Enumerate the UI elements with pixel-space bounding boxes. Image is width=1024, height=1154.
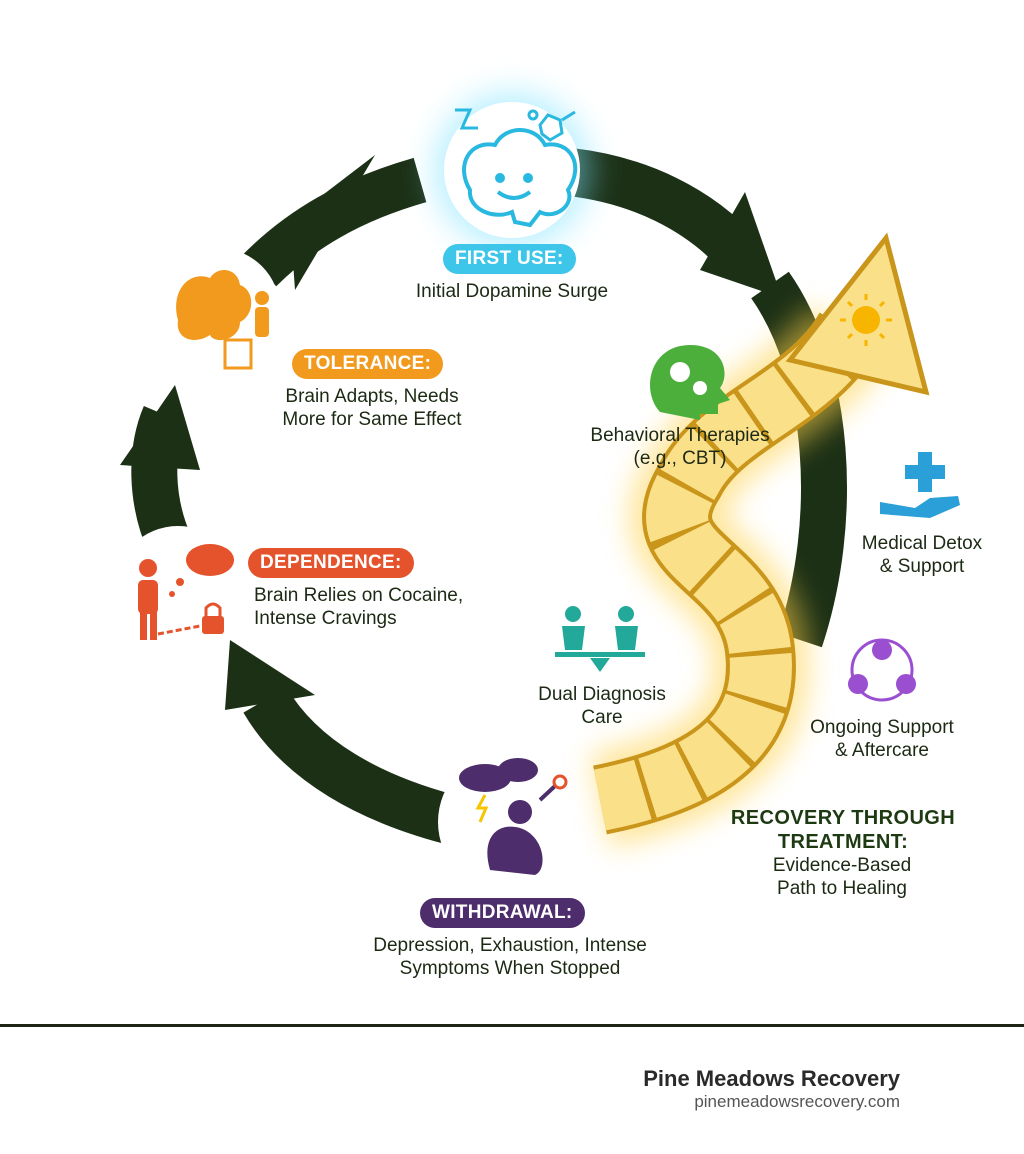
- ring-arrowhead-to-first: [290, 155, 375, 290]
- recovery-title-line-1: RECOVERY THROUGH: [730, 807, 956, 829]
- ring-arrow-first-to-right: [566, 148, 758, 272]
- ongoing-line-2: & Aftercare: [835, 740, 929, 761]
- tolerance-pill: TOLERANCE:: [292, 349, 444, 379]
- detox-line-1: Medical Detox: [861, 533, 983, 554]
- withdrawal-line-1: Depression, Exhaustion, Intense: [373, 935, 647, 956]
- ring-arrowhead-to-tolerance: [120, 385, 200, 470]
- happy-brain-icon: [455, 108, 578, 228]
- first-use-line-1: Initial Dopamine Surge: [415, 281, 609, 302]
- person-chained-icon: [138, 544, 234, 640]
- ring-arrowhead-right: [700, 192, 782, 298]
- first-use-pill: FIRST USE:: [443, 244, 576, 274]
- distressed-person-icon: [459, 758, 568, 875]
- balance-people-icon: [555, 606, 645, 672]
- footer-divider: [0, 1024, 1024, 1027]
- community-circle-icon: [848, 638, 916, 702]
- ring-arrowhead-to-dependence: [225, 640, 315, 710]
- dual-diagnosis-label: Dual Diagnosis Care: [522, 683, 682, 729]
- dependence-line-1: Brain Relies on Cocaine,: [254, 585, 464, 606]
- dependence-pill: DEPENDENCE:: [248, 548, 414, 578]
- ring-arc-right: [750, 271, 847, 648]
- ongoing-support-label: Ongoing Support & Aftercare: [792, 716, 972, 762]
- tolerance-line-2: More for Same Effect: [282, 409, 462, 430]
- ring-arrow-withdrawal-to-dependence: [243, 686, 467, 847]
- dependence-desc: Brain Relies on Cocaine, Intense Craving…: [254, 584, 504, 630]
- withdrawal-pill: WITHDRAWAL:: [420, 898, 585, 928]
- brand-name: Pine Meadows Recovery: [643, 1066, 900, 1091]
- sun-icon: [852, 306, 880, 334]
- recovery-title: RECOVERY THROUGH TREATMENT:: [712, 806, 974, 854]
- medical-detox-label: Medical Detox & Support: [842, 532, 1002, 578]
- withdrawal-desc: Depression, Exhaustion, Intense Symptoms…: [330, 934, 690, 980]
- withdrawal-line-2: Symptoms When Stopped: [399, 958, 621, 979]
- dependence-line-2: Intense Cravings: [254, 608, 397, 629]
- brand-url[interactable]: pinemeadowsrecovery.com: [694, 1092, 900, 1111]
- cycle-graphic: [120, 92, 960, 875]
- behavioral-line-2: (e.g., CBT): [633, 448, 727, 469]
- recovery-sub-line-1: Evidence-Based: [772, 855, 912, 876]
- recovery-sub-line-2: Path to Healing: [777, 878, 907, 899]
- behavioral-line-1: Behavioral Therapies: [590, 425, 770, 446]
- behavioral-therapies-label: Behavioral Therapies (e.g., CBT): [570, 424, 790, 470]
- head-gears-icon: [650, 345, 730, 420]
- dual-line-1: Dual Diagnosis: [538, 684, 666, 705]
- sun-rays: [840, 294, 892, 346]
- recovery-title-line-2: TREATMENT:: [777, 831, 909, 853]
- dual-line-2: Care: [581, 707, 623, 728]
- recovery-subtitle: Evidence-Based Path to Healing: [722, 854, 962, 900]
- first-use-desc: Initial Dopamine Surge: [0, 280, 1024, 303]
- ongoing-line-1: Ongoing Support: [810, 717, 954, 738]
- tolerance-line-1: Brain Adapts, Needs: [285, 386, 459, 407]
- detox-line-2: & Support: [879, 556, 965, 577]
- hand-medical-cross-icon: [880, 452, 960, 518]
- brain-scale-icon: [176, 269, 269, 370]
- recovery-path: [590, 232, 930, 848]
- tolerance-desc: Brain Adapts, Needs More for Same Effect: [262, 385, 482, 431]
